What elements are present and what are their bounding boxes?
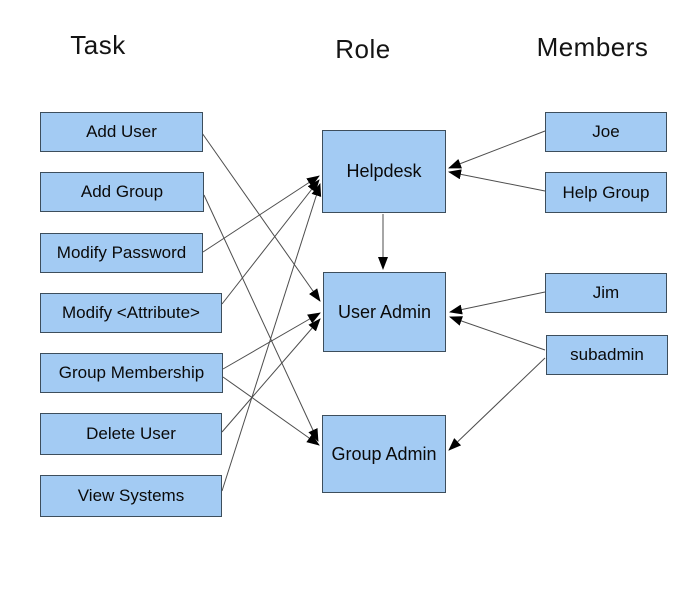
edge-arrow-jim-to-user-admin	[449, 291, 546, 315]
edge-arrow-add-user-to-user-admin	[201, 132, 321, 302]
role-label-helpdesk: Helpdesk	[346, 161, 422, 181]
task-label-add-user: Add User	[86, 122, 157, 141]
member-label-subadmin: subadmin	[570, 345, 644, 364]
member-label-joe: Joe	[592, 122, 620, 141]
edge-arrow-modify-attribute-to-helpdesk	[221, 179, 320, 305]
column-header-role: Role	[335, 34, 391, 64]
task-box-view-systems: View Systems	[40, 475, 222, 517]
column-header-members: Members	[536, 32, 649, 62]
member-box-help-group: Help Group	[545, 172, 667, 213]
task-box-delete-user: Delete User	[40, 413, 222, 455]
role-label-group-admin: Group Admin	[331, 443, 437, 464]
role-box-helpdesk: Helpdesk	[322, 130, 446, 213]
role-box-user-admin: User Admin	[323, 272, 446, 352]
task-label-add-group: Add Group	[80, 182, 164, 201]
role-label-user-admin: User Admin	[337, 301, 432, 322]
edge-arrow-joe-to-helpdesk	[448, 130, 546, 169]
task-box-group-membership: Group Membership	[40, 353, 223, 393]
member-label-help-group: Help Group	[562, 182, 650, 202]
role-box-group-admin: Group Admin	[322, 415, 446, 493]
edge-arrow-group-membership-to-group-admin	[222, 376, 320, 446]
column-header-task: Task	[70, 30, 126, 60]
edge-arrow-delete-user-to-user-admin	[221, 318, 321, 433]
edge-arrow-group-membership-to-user-admin	[222, 312, 321, 370]
edge-arrow-help-group-to-helpdesk	[448, 169, 546, 192]
member-label-jim: Jim	[592, 283, 620, 302]
task-label-modify-password: Modify Password	[56, 243, 187, 262]
task-box-modify-attribute: Modify <Attribute>	[40, 293, 222, 333]
edge-arrow-view-systems-to-helpdesk	[221, 183, 322, 492]
task-label-group-membership: Group Membership	[58, 363, 205, 382]
task-box-add-user: Add User	[40, 112, 203, 152]
task-box-add-group: Add Group	[40, 172, 204, 212]
task-label-modify-attribute: Modify <Attribute>	[62, 303, 200, 322]
member-box-subadmin: subadmin	[546, 335, 668, 375]
task-box-modify-password: Modify Password	[40, 233, 203, 273]
task-label-view-systems: View Systems	[77, 486, 185, 505]
member-box-joe: Joe	[545, 112, 667, 152]
task-label-delete-user: Delete User	[86, 424, 176, 443]
edge-arrow-subadmin-to-user-admin	[449, 316, 546, 351]
member-box-jim: Jim	[545, 273, 667, 313]
edge-arrow-subadmin-to-group-admin	[448, 357, 546, 451]
edge-arrow-modify-password-to-helpdesk	[202, 175, 320, 253]
